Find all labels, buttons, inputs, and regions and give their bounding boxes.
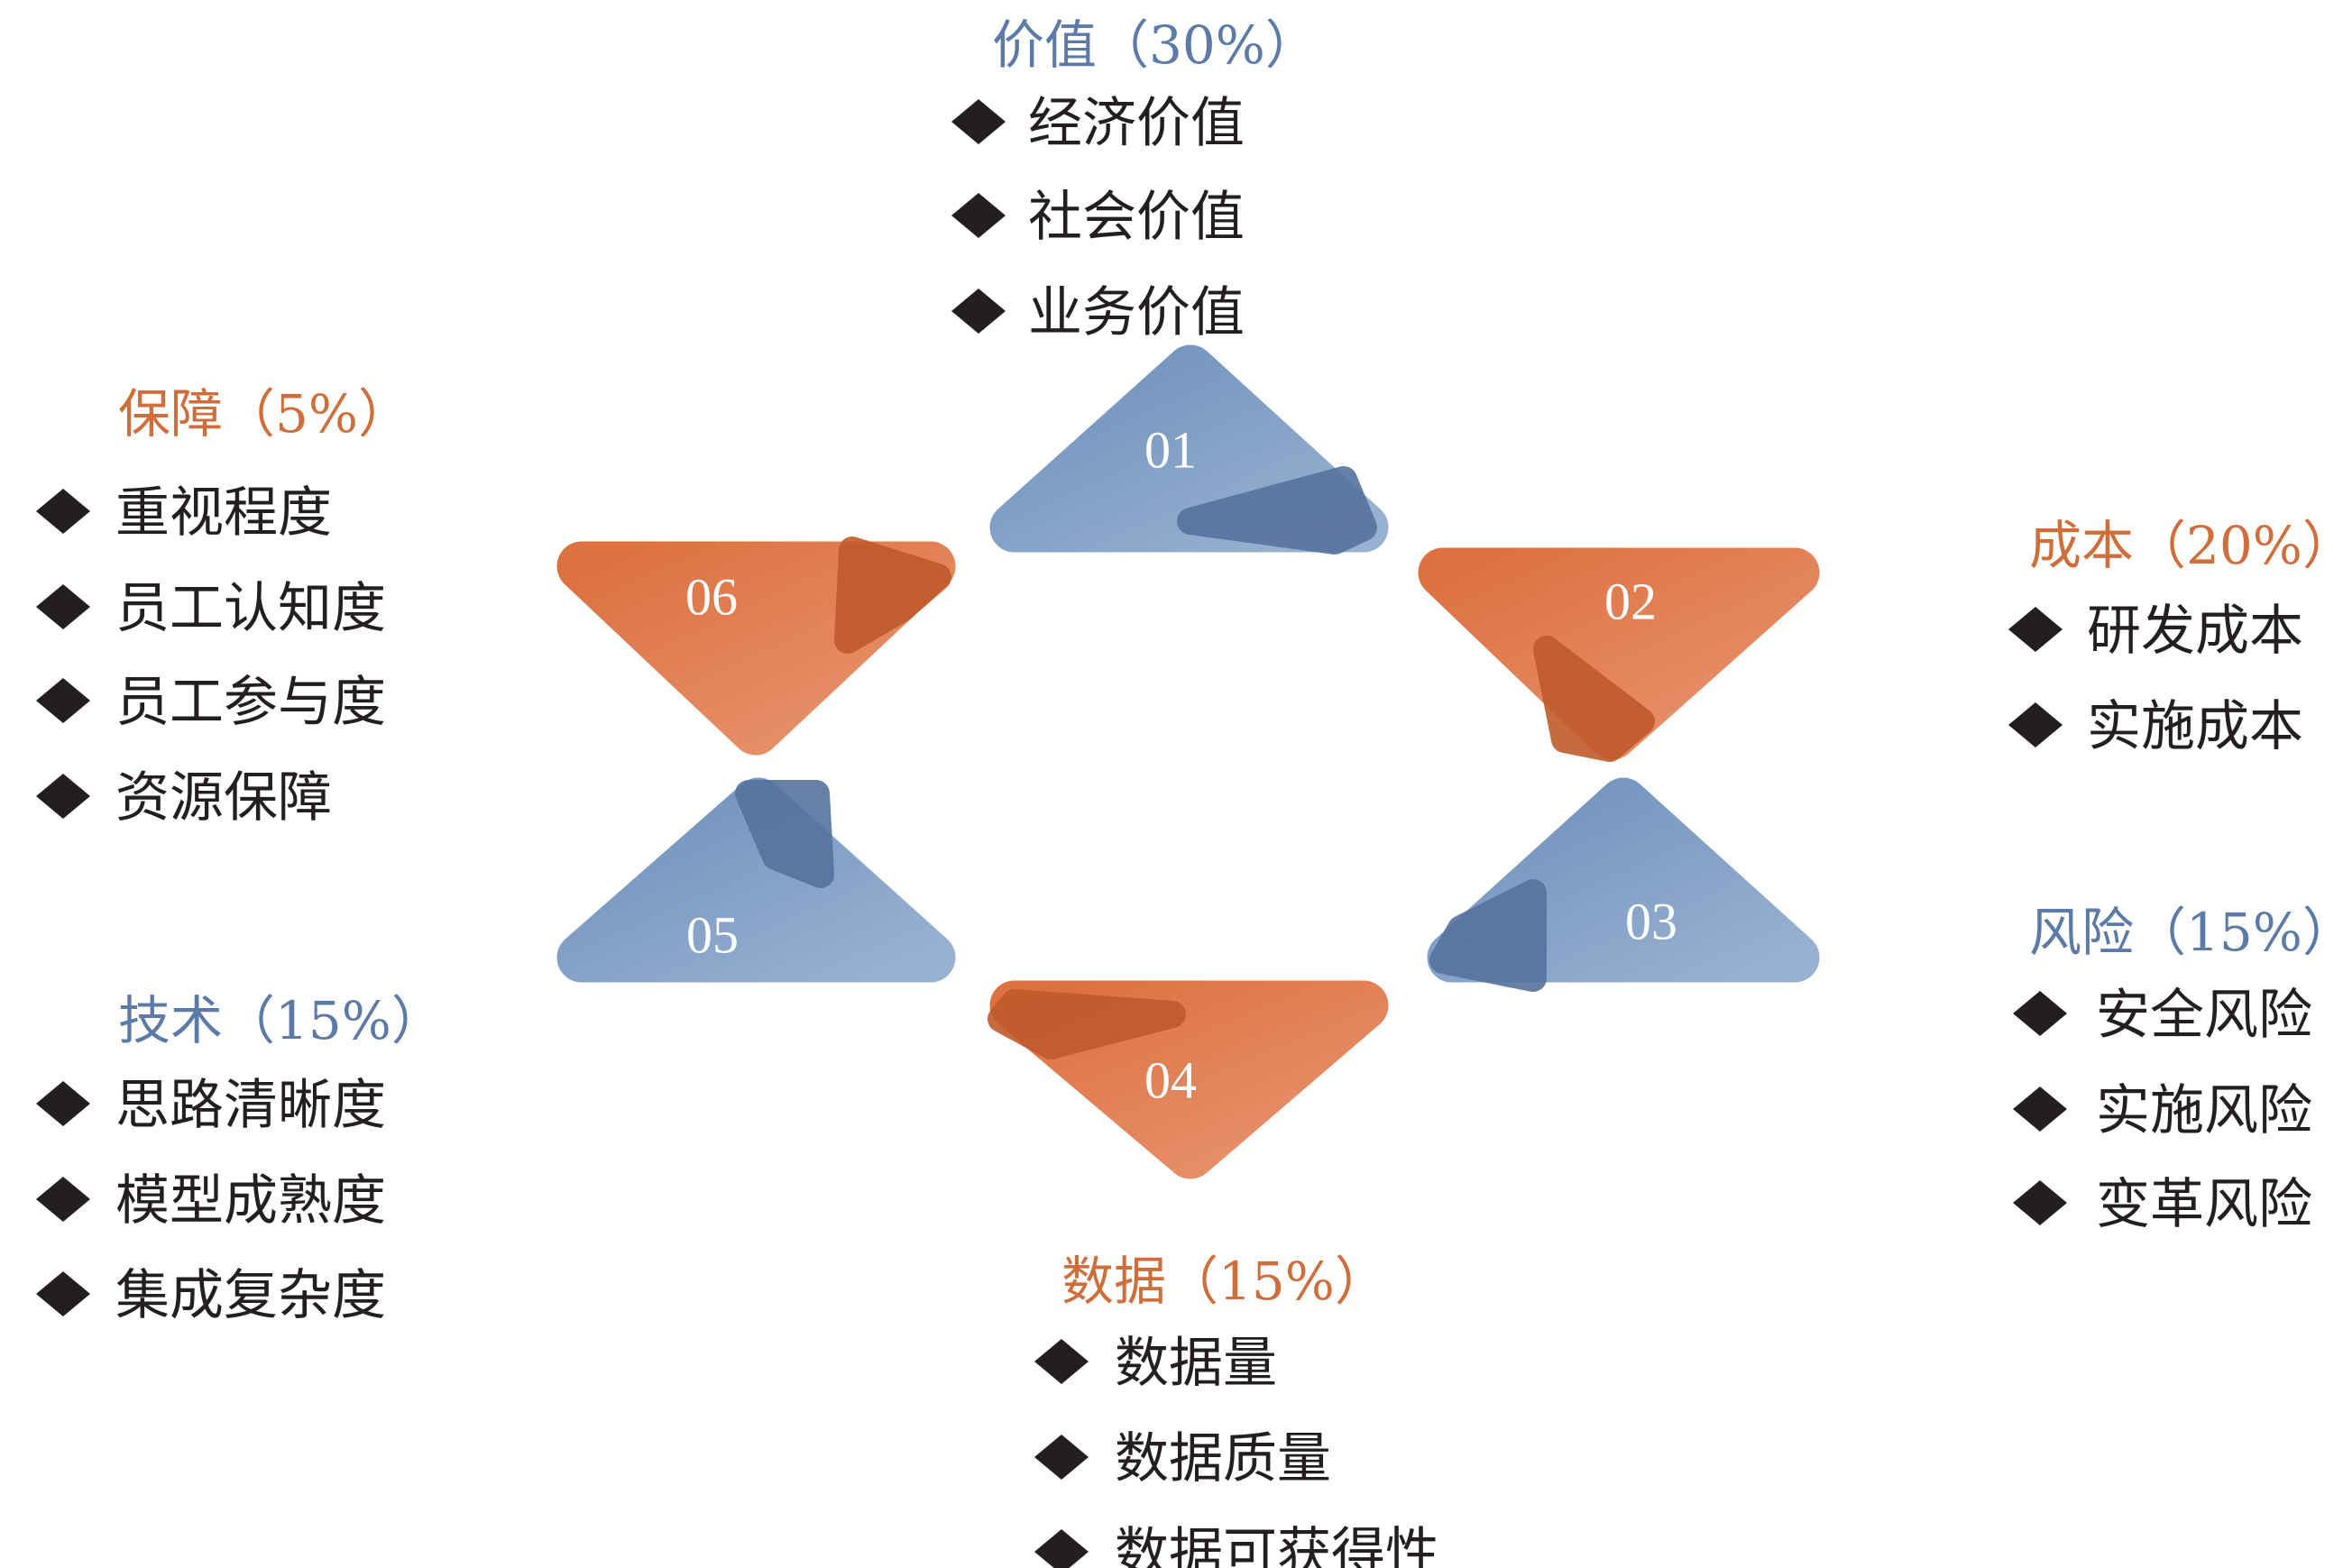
diamond-bullet-icon xyxy=(2013,1087,2067,1132)
segment-title: 数据（15%） xyxy=(1061,1251,1387,1312)
diamond-bullet-icon xyxy=(2008,702,2063,747)
segment-number: 01 xyxy=(1144,420,1197,479)
segment-number: 02 xyxy=(1604,572,1657,630)
segment-number: 06 xyxy=(685,567,738,626)
diamond-bullet-icon xyxy=(36,1177,90,1222)
triangle-shape xyxy=(556,777,956,983)
criterion-item: 员工参与度 xyxy=(115,671,386,734)
criterion-item: 重视程度 xyxy=(115,481,332,545)
criterion-item: 数据质量 xyxy=(1115,1427,1331,1490)
fold-shape xyxy=(1533,636,1655,762)
criterion-item: 数据可获得性 xyxy=(1115,1522,1439,1568)
criterion-item: 集成复杂度 xyxy=(115,1264,386,1327)
triangle-shape xyxy=(1418,547,1820,760)
criterion-item: 社会价值 xyxy=(1028,186,1245,249)
diamond-bullet-icon xyxy=(1034,1339,1089,1384)
criterion-item: 业务价值 xyxy=(1028,281,1245,344)
segment-shape-05: 05 xyxy=(556,777,956,983)
segment-number: 05 xyxy=(686,905,739,964)
segment-shape-04: 04 xyxy=(988,980,1389,1179)
segment-title: 技术（15%） xyxy=(118,990,444,1051)
diamond-bullet-icon xyxy=(36,678,90,723)
diamond-bullet-icon xyxy=(951,99,1006,144)
segment-shape-02: 02 xyxy=(1418,547,1820,762)
diamond-bullet-icon xyxy=(36,1271,90,1316)
criterion-item: 实施成本 xyxy=(2087,695,2303,758)
criterion-item: 经济价值 xyxy=(1028,92,1245,155)
diamond-bullet-icon xyxy=(1034,1435,1089,1480)
segment-number: 04 xyxy=(1144,1050,1197,1109)
diamond-bullet-icon xyxy=(951,193,1006,238)
diamond-bullet-icon xyxy=(36,489,90,534)
diamond-bullet-icon xyxy=(36,1081,90,1126)
criterion-item: 研发成本 xyxy=(2087,600,2303,663)
segment-title: 风险（15%） xyxy=(2029,902,2343,963)
segment-title: 价值（30%） xyxy=(992,14,1318,76)
diamond-bullet-icon xyxy=(1034,1529,1089,1568)
segment-shape-01: 01 xyxy=(989,344,1389,555)
segment-shape-03: 03 xyxy=(1427,777,1820,992)
criterion-item: 实施风险 xyxy=(2096,1079,2312,1142)
fold-shape xyxy=(735,780,834,888)
fold-shape xyxy=(1177,466,1377,555)
fold-shape xyxy=(988,989,1186,1059)
criterion-item: 数据量 xyxy=(1115,1332,1277,1395)
segment-title: 成本（20%） xyxy=(2029,515,2343,576)
diamond-bullet-icon xyxy=(2013,1180,2067,1225)
criterion-item: 变革风险 xyxy=(2096,1173,2312,1236)
diamond-bullet-icon xyxy=(2013,991,2067,1036)
diamond-bullet-icon xyxy=(2008,607,2063,652)
criterion-item: 资源保障 xyxy=(115,766,332,830)
criterion-item: 安全风险 xyxy=(2096,984,2312,1047)
segment-shape-06: 06 xyxy=(556,536,956,756)
diamond-bullet-icon xyxy=(951,289,1006,334)
criterion-item: 员工认知度 xyxy=(115,577,386,640)
criterion-item: 思路清晰度 xyxy=(115,1074,386,1137)
diamond-bullet-icon xyxy=(36,774,90,819)
segment-title: 保障（5%） xyxy=(118,383,410,445)
fold-shape xyxy=(1429,879,1547,992)
segment-number: 03 xyxy=(1625,892,1677,950)
diamond-bullet-icon xyxy=(36,584,90,629)
criterion-item: 模型成熟度 xyxy=(115,1169,386,1233)
fold-shape xyxy=(834,536,951,654)
